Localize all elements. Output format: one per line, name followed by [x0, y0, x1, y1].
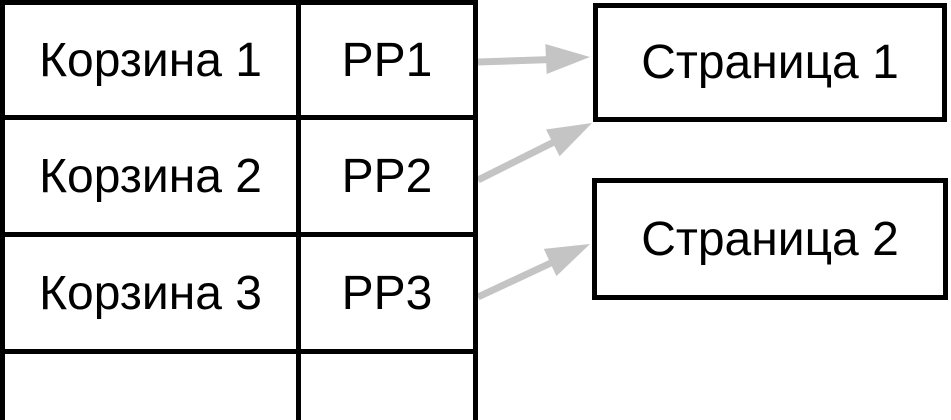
arrowhead-icon [545, 44, 590, 74]
page2-box: Страница 2 [592, 178, 948, 300]
arrow-shaft [476, 137, 558, 184]
table-row: Корзина 3 PP3 [5, 237, 473, 354]
page1-box: Страница 1 [593, 3, 947, 122]
bucket-cell: Корзина 1 [5, 5, 301, 115]
arrow-pp2-to-page1 [476, 123, 592, 184]
table-row [5, 354, 473, 420]
table-row: Корзина 2 PP2 [5, 120, 473, 237]
bucket-cell: Корзина 3 [5, 237, 301, 349]
arrow-pp1-to-page1 [477, 44, 590, 74]
arrow-shaft [476, 258, 555, 301]
pp-cell: PP3 [341, 266, 433, 320]
arrow-shaft [477, 56, 553, 66]
table-row: Корзина 1 PP1 [5, 5, 473, 120]
arrowhead-icon [543, 244, 590, 277]
pp-cell [301, 354, 473, 420]
bucket-cell [5, 354, 301, 420]
buckets-table: Корзина 1 PP1 Корзина 2 PP2 Корзина 3 PP… [0, 0, 478, 420]
arrowhead-icon [546, 123, 592, 157]
pp-cell: PP2 [341, 149, 433, 203]
pp-cell: PP1 [341, 33, 433, 87]
arrow-pp3-to-page2 [476, 244, 590, 301]
bucket-cell: Корзина 2 [5, 120, 301, 232]
